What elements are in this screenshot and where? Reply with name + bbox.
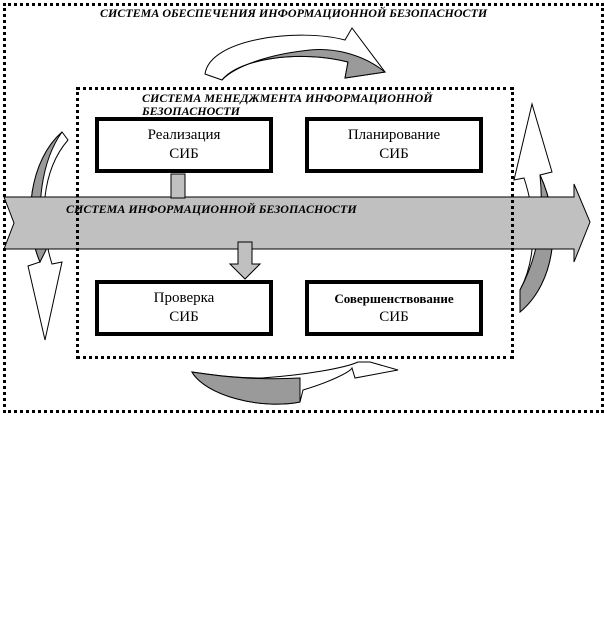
implementation-box: Реализация СИБ	[95, 117, 273, 173]
down-arrow-implementation	[170, 173, 186, 199]
bottom-curved-arrow	[191, 361, 399, 405]
inner-management-frame	[76, 87, 514, 359]
implementation-sub: СИБ	[169, 146, 199, 162]
planning-label: Планирование	[347, 127, 441, 143]
check-label: Проверка	[153, 290, 215, 306]
inner-management-title: СИСТЕМА МЕНЕДЖМЕНТА ИНФОРМАЦИОННОЙ БЕЗОП…	[142, 91, 433, 118]
improvement-box: Совершенствование СИБ	[305, 280, 483, 336]
down-arrow-check	[228, 241, 262, 280]
check-box: Проверка СИБ	[95, 280, 273, 336]
planning-box: Планирование СИБ	[305, 117, 483, 173]
outer-system-frame	[3, 3, 604, 413]
top-curved-arrow	[204, 27, 387, 81]
improvement-sub: СИБ	[379, 309, 409, 325]
main-band-arrow	[3, 183, 591, 263]
band-title: СИСТЕМА ИНФОРМАЦИОННОЙ БЕЗОПАСНОСТИ	[66, 202, 357, 216]
improvement-label: Совершенствование	[334, 291, 454, 306]
implementation-label: Реализация	[147, 127, 221, 143]
outer-system-title: СИСТЕМА ОБЕСПЕЧЕНИЯ ИНФОРМАЦИОННОЙ БЕЗОП…	[100, 6, 488, 20]
check-sub: СИБ	[169, 309, 199, 325]
planning-sub: СИБ	[379, 146, 409, 162]
